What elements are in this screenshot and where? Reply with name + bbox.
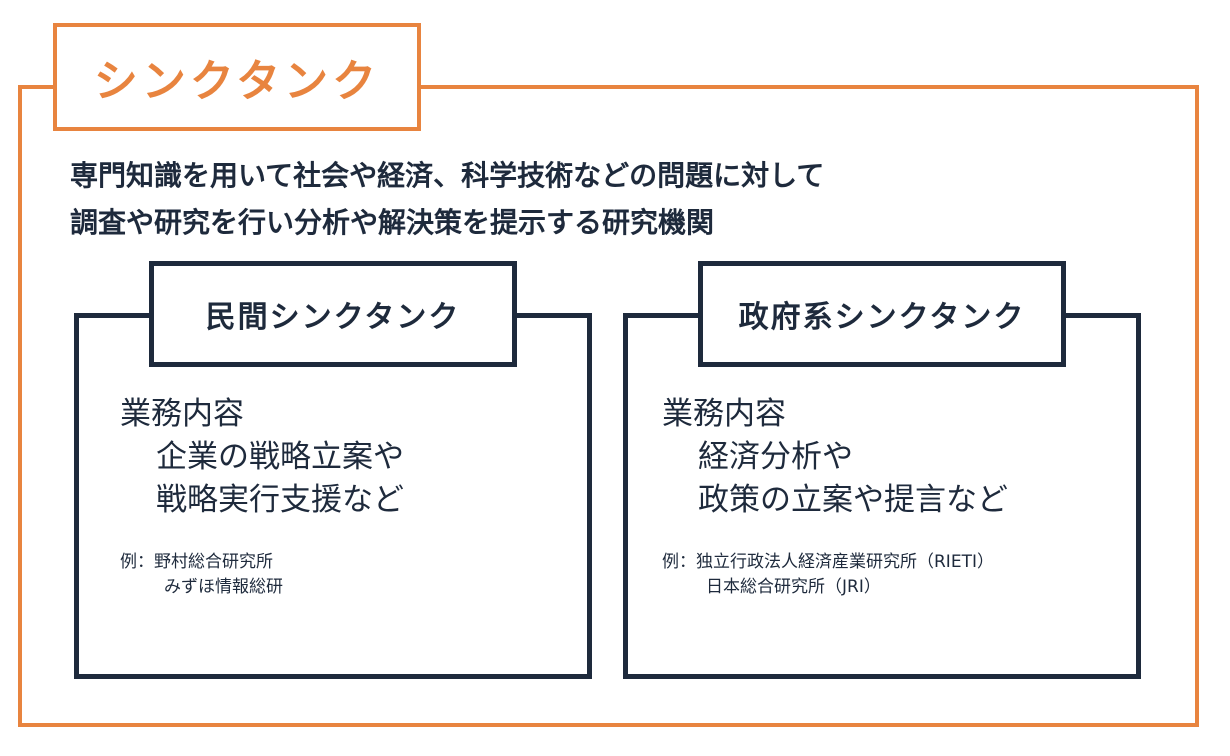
private-think-tank-label-box: 民間シンクタンク	[149, 261, 517, 367]
government-examples: 例：独立行政法人経済産業研究所（RIETI） 日本総合研究所（JRI）	[662, 550, 994, 600]
government-think-tank-label-box: 政府系シンクタンク	[698, 261, 1066, 367]
private-business-content: 業務内容 企業の戦略立案や 戦略実行支援など	[120, 393, 404, 522]
example-line: 例：野村総合研究所	[120, 550, 283, 575]
example-item: 独立行政法人経済産業研究所（RIETI）	[696, 552, 994, 572]
definition-line-1: 専門知識を用いて社会や経済、科学技術などの問題に対して	[70, 159, 825, 192]
business-heading: 業務内容	[662, 396, 786, 432]
definition-text: 専門知識を用いて社会や経済、科学技術などの問題に対して 調査や研究を行い分析や解…	[70, 152, 1170, 246]
business-heading: 業務内容	[120, 396, 244, 432]
example-prefix: 例：	[662, 552, 696, 572]
title-box: シンクタンク	[53, 23, 421, 131]
page-title: シンクタンク	[93, 56, 381, 107]
business-item: 企業の戦略立案や	[156, 439, 404, 475]
government-think-tank-card	[623, 313, 1141, 679]
private-examples: 例：野村総合研究所 みずほ情報総研	[120, 550, 283, 600]
private-think-tank-card	[74, 313, 592, 679]
government-think-tank-label: 政府系シンクタンク	[738, 300, 1026, 335]
business-item: 政策の立案や提言など	[698, 482, 1008, 518]
private-think-tank-label: 民間シンクタンク	[205, 300, 461, 335]
example-prefix: 例：	[120, 552, 154, 572]
example-item: 野村総合研究所	[154, 552, 273, 572]
example-item: みずほ情報総研	[164, 577, 283, 597]
business-item: 経済分析や	[698, 439, 853, 475]
government-business-content: 業務内容 経済分析や 政策の立案や提言など	[662, 393, 1008, 522]
business-item: 戦略実行支援など	[156, 482, 404, 518]
example-line: 例：独立行政法人経済産業研究所（RIETI）	[662, 550, 994, 575]
example-item: 日本総合研究所（JRI）	[706, 577, 881, 597]
definition-line-2: 調査や研究を行い分析や解決策を提示する研究機関	[70, 206, 715, 239]
